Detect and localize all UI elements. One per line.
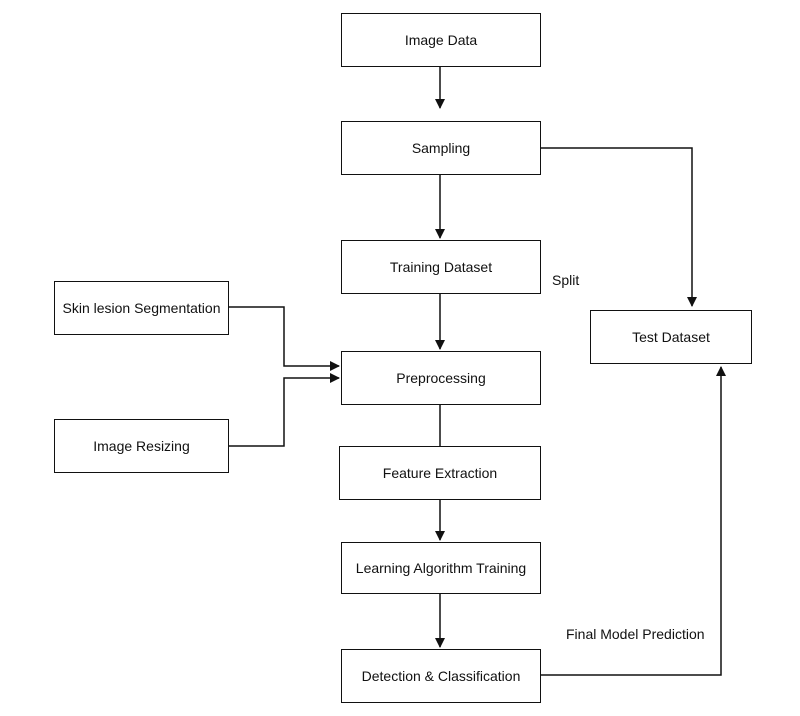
node-skin-lesion-segmentation: Skin lesion Segmentation xyxy=(54,281,229,335)
edge-label-final-model-prediction: Final Model Prediction xyxy=(566,626,705,642)
node-test-dataset: Test Dataset xyxy=(590,310,752,364)
node-preprocessing: Preprocessing xyxy=(341,351,541,405)
node-detection-classification: Detection & Classification xyxy=(341,649,541,703)
edge-sampling-test xyxy=(541,147,697,307)
node-training-dataset: Training Dataset xyxy=(341,240,541,294)
node-image-resizing: Image Resizing xyxy=(54,419,229,473)
node-image-data: Image Data xyxy=(341,13,541,67)
edge-detection-test xyxy=(541,366,726,676)
node-feature-extraction: Feature Extraction xyxy=(339,446,541,500)
edge-skin-preprocessing xyxy=(229,306,340,371)
node-learning-algorithm-training: Learning Algorithm Training xyxy=(341,542,541,594)
edge-label-split: Split xyxy=(552,272,580,288)
node-sampling: Sampling xyxy=(341,121,541,175)
edge-resizing-preprocessing xyxy=(229,373,340,447)
